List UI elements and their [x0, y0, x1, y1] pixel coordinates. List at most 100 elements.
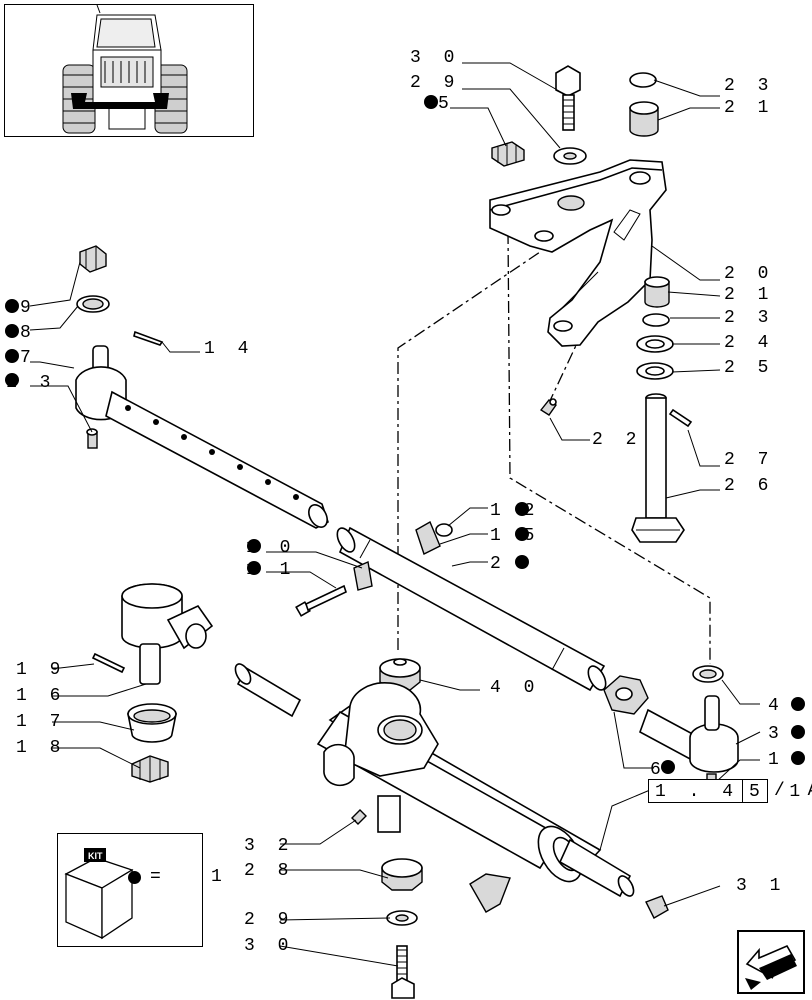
- callout-17: 1 7: [16, 712, 66, 732]
- pin-14: [133, 330, 164, 346]
- kit-marker-dot: [5, 349, 19, 363]
- callout-28: 2 8: [244, 861, 294, 881]
- split-pin-27: [668, 408, 693, 428]
- kit-icon-label: KIT: [88, 851, 103, 861]
- steering-cylinder-1: [234, 663, 635, 913]
- callout-30-top: 3 0: [410, 48, 460, 68]
- kit-marker-dot: [247, 539, 261, 553]
- callout-20: 2 0: [724, 264, 774, 284]
- callout-3: 3: [768, 724, 785, 744]
- callout-19: 1 9: [16, 660, 66, 680]
- callout-11: 1 1: [246, 560, 296, 580]
- callout-1: 1: [768, 750, 785, 770]
- o-ring-23-mid: [642, 313, 670, 327]
- pin-19: [91, 652, 126, 674]
- callout-15: 1 5: [490, 526, 540, 546]
- tie-rod-left-7: [75, 345, 329, 529]
- grease-fitting-22: [539, 398, 557, 416]
- callout-13: 1 3: [6, 373, 56, 393]
- kit-marker-dot: [5, 373, 19, 387]
- callout-16: 1 6: [16, 686, 66, 706]
- tube-2: [336, 526, 607, 692]
- callout-23-top: 2 3: [724, 76, 774, 96]
- bolt-11: [295, 584, 347, 617]
- callout-6: 6: [650, 760, 667, 780]
- callout-24: 2 4: [724, 333, 774, 353]
- callout-21-mid: 2 1: [724, 285, 774, 305]
- callout-22: 2 2: [592, 430, 642, 450]
- cap-31: [645, 895, 669, 919]
- bushing-21-top: [629, 101, 659, 137]
- kit-marker-dot: [128, 871, 141, 884]
- kingpin-26: [631, 393, 685, 543]
- callout-40: 4 0: [490, 678, 540, 698]
- kit-marker-dot: [661, 760, 675, 774]
- callout-29-bottom: 2 9: [244, 910, 294, 930]
- cup-17: [127, 703, 177, 743]
- ball-joint-16: [121, 583, 214, 685]
- reference-suffix: / A: [774, 781, 812, 801]
- steering-arm-20: [489, 159, 667, 347]
- castle-nut-5: [491, 141, 525, 167]
- callout-25: 2 5: [724, 358, 774, 378]
- tractor-thumbnail-icon: [62, 4, 188, 134]
- callout-27: 2 7: [724, 450, 774, 470]
- seat-28: [381, 858, 423, 891]
- kit-marker-dot: [515, 555, 529, 569]
- washer-8: [76, 295, 110, 313]
- bolt-30-bottom: [391, 945, 415, 999]
- kit-marker-dot: [791, 725, 805, 739]
- kit-marker-dot: [515, 527, 529, 541]
- bushing-21-mid: [644, 276, 670, 308]
- washer-25: [636, 362, 674, 380]
- callout-32: 3 2: [244, 836, 294, 856]
- callout-23-mid: 2 3: [724, 308, 774, 328]
- washer-24: [636, 335, 674, 353]
- kit-marker-dot: [515, 502, 529, 516]
- kit-marker-dot: [424, 95, 438, 109]
- tie-rod-right-3: [639, 695, 739, 773]
- next-page-arrow-icon: [745, 944, 797, 990]
- o-ring-23-top: [629, 72, 657, 88]
- callout-10: 1 0: [246, 538, 296, 558]
- callout-4: 4: [768, 696, 785, 716]
- callout-7: 7: [20, 348, 37, 368]
- clamp-10: [353, 561, 373, 591]
- washer-4: [692, 665, 724, 683]
- callout-2: 2: [490, 554, 507, 574]
- washer-29-top: [553, 147, 587, 165]
- grease-fitting-32: [351, 809, 367, 825]
- nut-6: [603, 675, 649, 715]
- reference-cell-sub: 5: [742, 779, 768, 803]
- clamp-15: [415, 520, 441, 555]
- callout-9: 9: [20, 298, 37, 318]
- kit-marker-dot: [5, 324, 19, 338]
- kit-quantity: 1: [211, 867, 222, 887]
- kit-box-icon: KIT: [64, 848, 134, 940]
- callout-8: 8: [20, 323, 37, 343]
- reference-cell-main: 1 . 4 1 1: [648, 779, 800, 803]
- kit-marker-dot: [247, 561, 261, 575]
- castle-nut-18: [131, 755, 169, 783]
- callout-18: 1 8: [16, 738, 66, 758]
- kit-marker-dot: [791, 697, 805, 711]
- thumbnail-frame: [4, 4, 254, 137]
- callout-14: 1 4: [204, 339, 254, 359]
- kit-marker-dot: [5, 299, 19, 313]
- next-page-button[interactable]: [737, 930, 805, 994]
- callout-5: 5: [438, 94, 455, 114]
- callout-labels: 3 0 2 9 5 2 3 2 1 2 0 2 1 2 3 2 4 2 5 2 …: [5, 48, 805, 956]
- washer-29-bottom: [386, 910, 418, 926]
- page-reference[interactable]: 1 . 4 1 1 5 / A: [648, 779, 812, 805]
- bolt-30-top: [555, 65, 581, 131]
- callout-12: 1 2: [490, 501, 540, 521]
- nut-12: [435, 523, 453, 537]
- centerline-right: [507, 231, 711, 664]
- callout-31: 3 1: [736, 876, 786, 896]
- callout-30-bottom: 3 0: [244, 936, 294, 956]
- kit-equals: =: [150, 867, 165, 887]
- leader-lines: [29, 62, 761, 967]
- kit-legend: KIT: [57, 833, 203, 947]
- castle-nut-9: [79, 245, 107, 273]
